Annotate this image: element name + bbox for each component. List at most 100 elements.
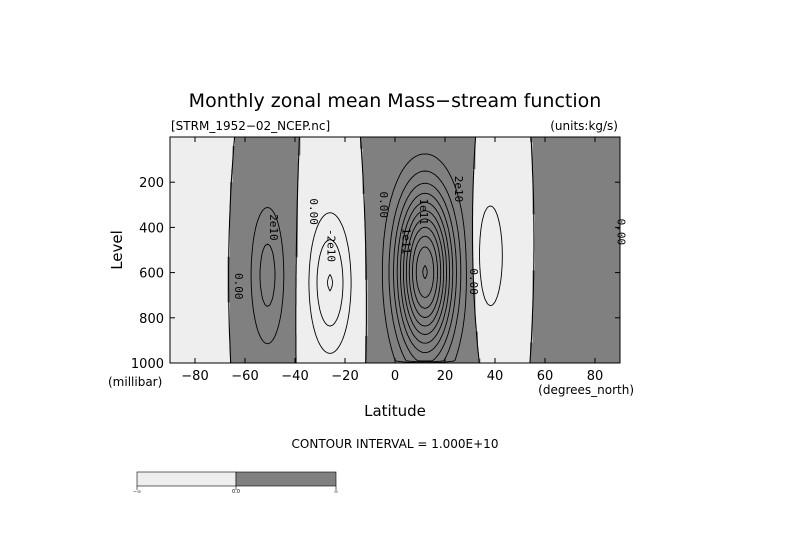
positive-cell [437,218,441,222]
positive-cell [372,209,376,212]
positive-cell [405,191,408,194]
positive-cell [282,141,286,145]
positive-cell [605,229,608,233]
positive-cell [557,227,561,231]
positive-cell [587,137,591,140]
positive-cell [400,200,403,203]
positive-cell [377,139,381,142]
positive-cell [410,179,413,183]
positive-cell [402,139,406,142]
positive-cell [390,213,393,217]
positive-cell [237,231,241,235]
positive-cell [280,186,283,190]
positive-cell [380,155,383,158]
positive-cell [292,191,296,194]
positive-cell [275,150,278,154]
positive-cell [542,209,546,212]
positive-cell [465,200,468,203]
positive-cell [265,179,268,183]
positive-cell [615,209,618,212]
positive-cell [442,155,446,158]
positive-cell [260,168,263,172]
positive-cell [605,146,608,149]
positive-cell [425,177,428,181]
positive-cell [250,137,253,140]
positive-cell [545,198,548,201]
positive-cell [580,139,583,142]
positive-cell [605,184,608,188]
positive-cell [410,218,413,222]
positive-cell [567,225,571,228]
positive-cell [422,218,426,222]
positive-cell [610,186,613,190]
positive-cell [390,164,393,167]
positive-cell [615,148,618,151]
positive-cell [290,211,293,215]
positive-cell [570,200,573,203]
positive-cell [440,161,443,165]
positive-cell [550,159,553,163]
positive-cell [422,139,426,142]
positive-cell [410,231,413,235]
positive-cell [460,191,463,194]
positive-cell [247,168,251,172]
positive-cell [560,175,563,179]
positive-cell [585,150,588,154]
positive-cell [262,218,266,222]
positive-cell [570,202,573,206]
positive-cell [365,211,368,215]
positive-cell [280,166,283,170]
positive-cell [547,193,551,197]
positive-cell [582,173,586,176]
positive-cell [240,143,243,147]
positive-cell [567,152,571,156]
positive-cell [405,229,408,233]
positive-cell [455,231,458,235]
positive-cell [240,148,243,151]
positive-cell [582,137,586,140]
positive-cell [610,198,613,201]
positive-cell [602,177,606,181]
positive-cell [595,152,598,156]
positive-cell [290,231,293,235]
positive-cell [417,216,421,219]
positive-cell [240,155,243,158]
positive-cell [270,186,273,190]
positive-cell [565,213,568,217]
positive-cell [590,173,593,176]
positive-cell [575,182,578,185]
positive-cell [250,207,253,210]
positive-cell [385,182,388,185]
positive-cell [390,155,393,158]
positive-cell [587,164,591,167]
positive-cell [607,227,611,231]
positive-cell [587,170,591,174]
positive-cell [457,139,461,142]
positive-cell [460,168,463,172]
positive-cell [535,227,538,231]
positive-cell [555,164,558,167]
positive-cell [562,137,566,140]
positive-cell [605,139,608,142]
positive-cell [437,137,441,140]
positive-cell [590,179,593,183]
positive-cell [597,200,601,203]
positive-cell [410,173,413,176]
positive-cell [245,202,248,206]
positive-cell [290,229,293,233]
positive-cell [430,213,433,217]
positive-cell [402,159,406,163]
positive-cell [460,141,463,145]
positive-cell [242,141,246,145]
positive-cell [600,166,603,170]
positive-cell [257,179,261,183]
positive-cell [592,159,596,163]
positive-cell [415,211,418,215]
positive-cell [595,204,598,208]
positive-cell [280,175,283,179]
positive-cell [370,164,373,167]
positive-cell [287,148,291,151]
positive-cell [240,139,243,142]
positive-cell [595,211,598,215]
positive-cell [615,222,618,226]
